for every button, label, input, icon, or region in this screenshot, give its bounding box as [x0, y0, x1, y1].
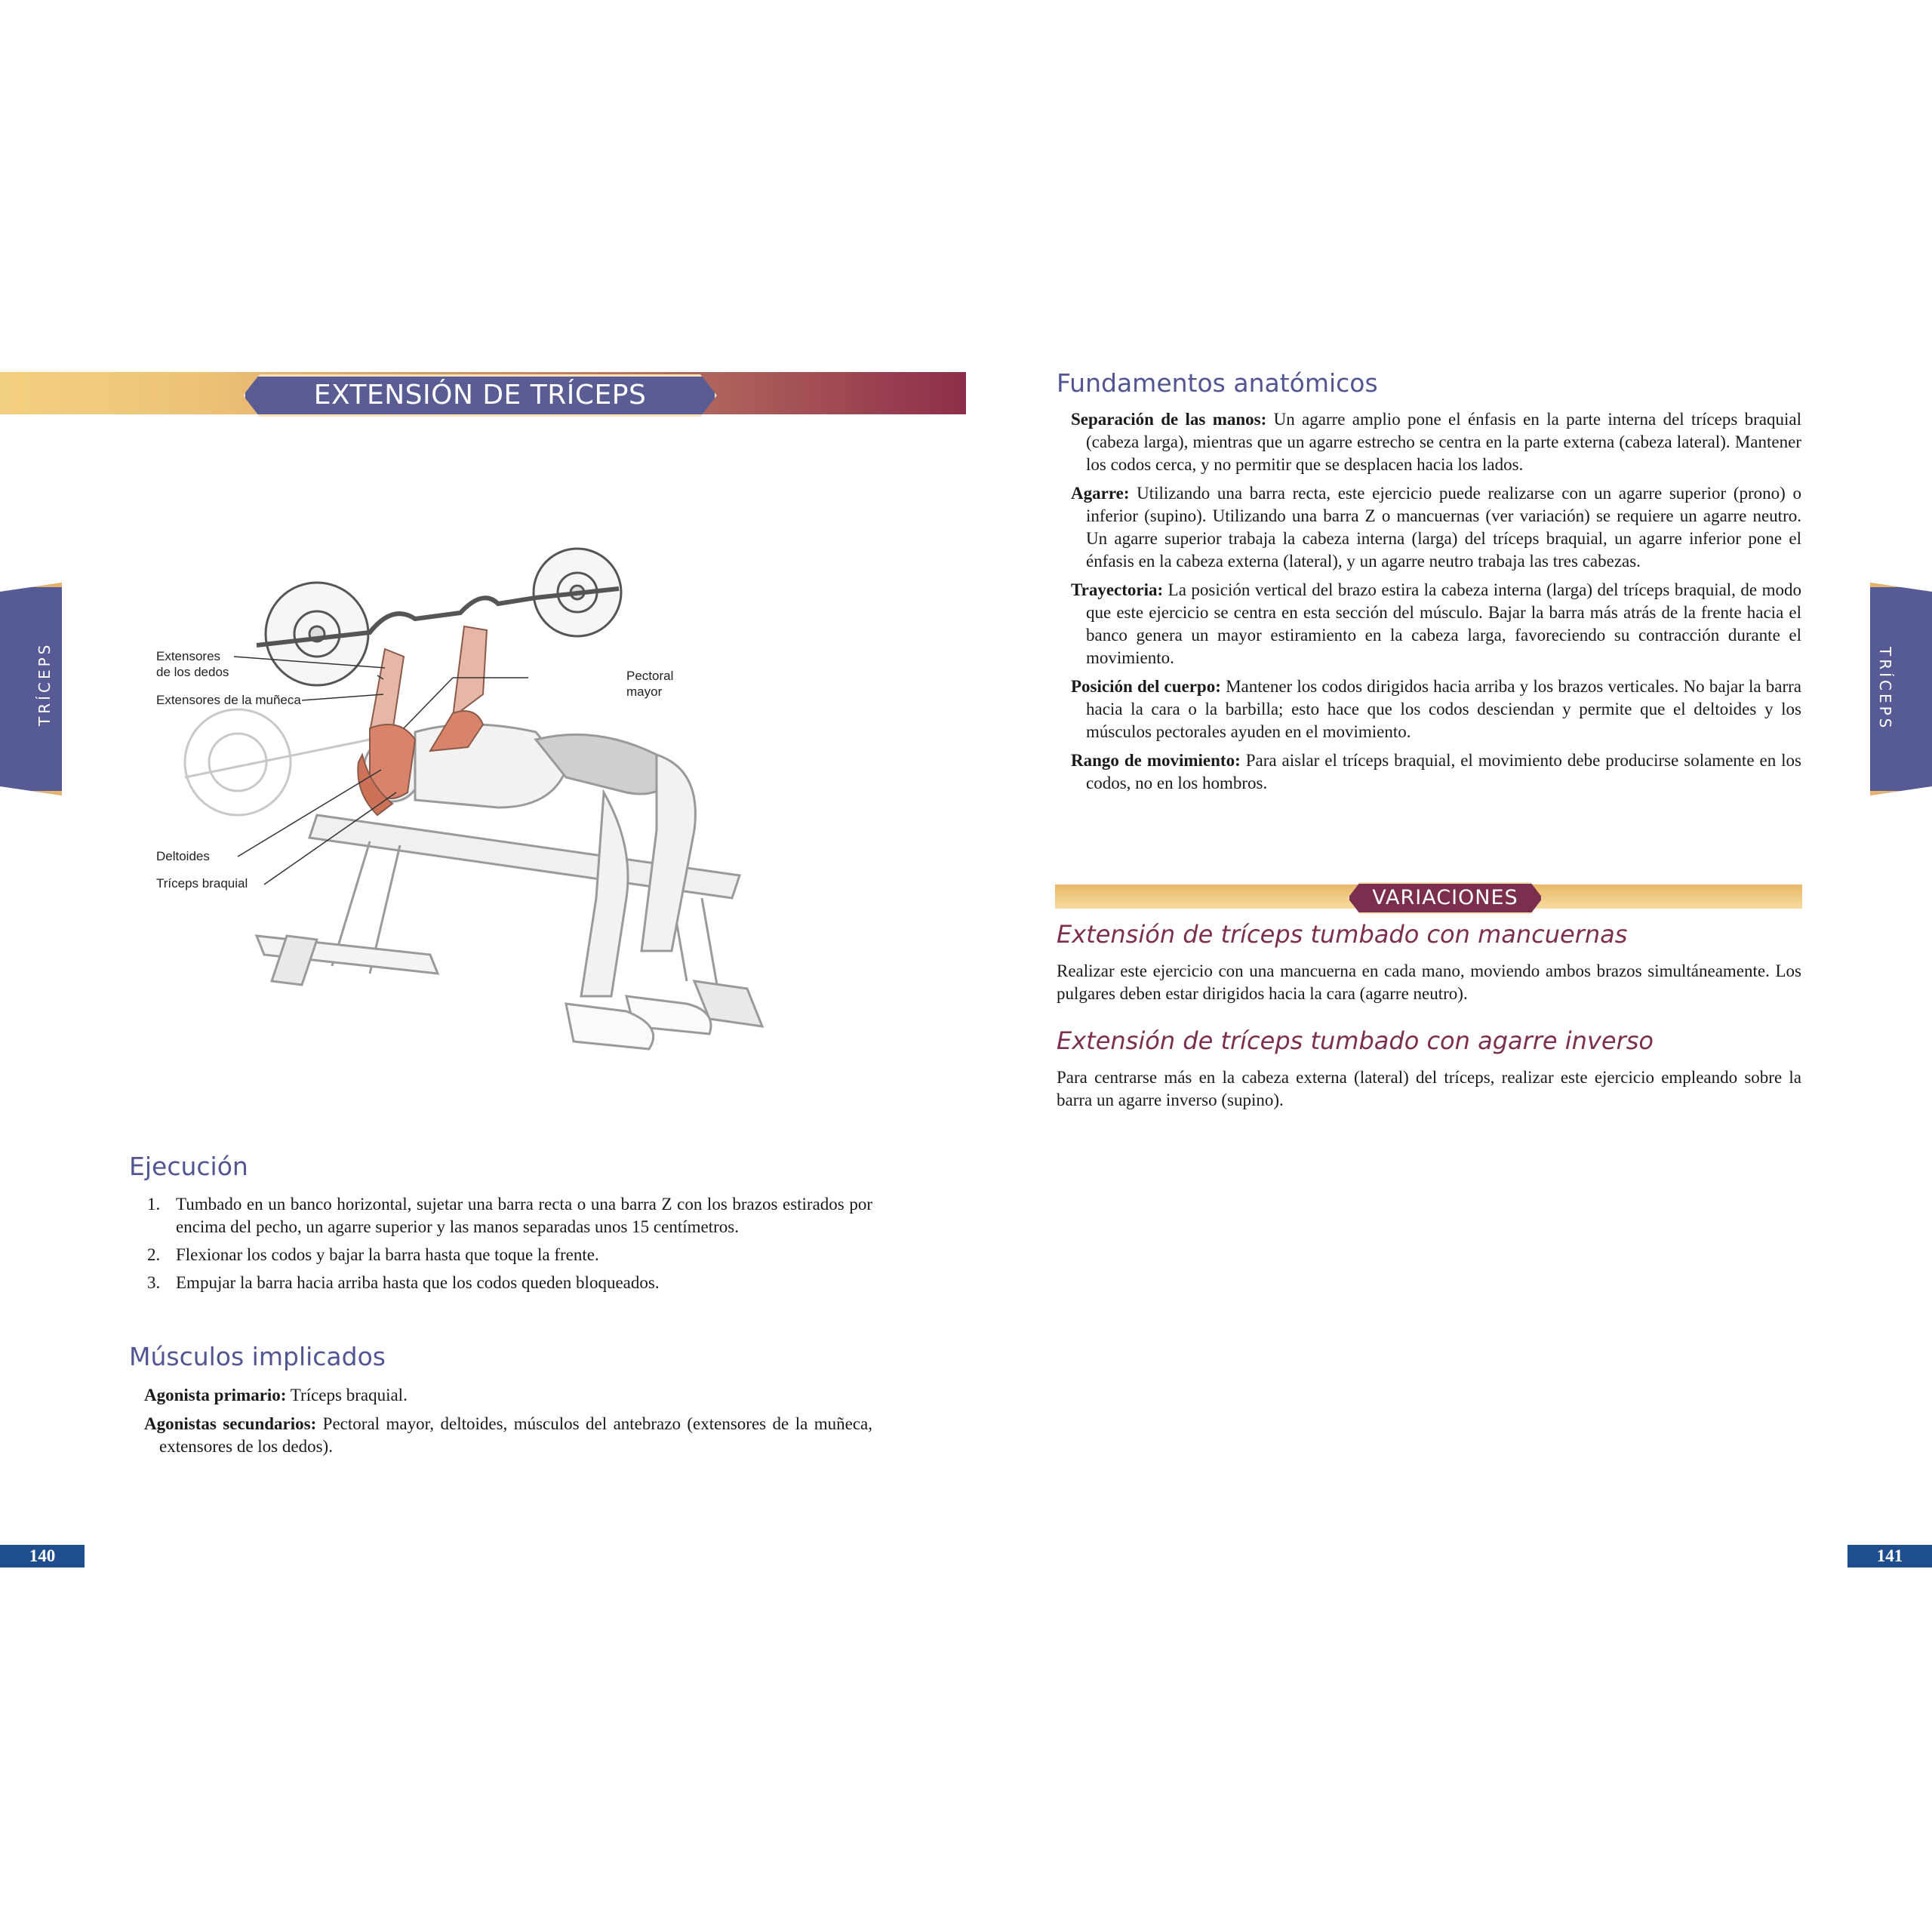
page-title: EXTENSIÓN DE TRÍCEPS TUMBADO — [313, 380, 647, 453]
execution-heading: Ejecución — [129, 1152, 248, 1181]
execution-step: 3.Empujar la barra hacia arriba hasta qu… — [147, 1273, 660, 1292]
variation-1-title: Extensión de tríceps tumbado con mancuer… — [1057, 920, 1628, 949]
bench-shape — [254, 814, 764, 1028]
ghost-weight-plate — [183, 708, 371, 817]
barbell — [256, 547, 623, 687]
execution-steps: 1.Tumbado en un banco horizontal, sujeta… — [129, 1193, 872, 1300]
side-tab-left — [0, 583, 62, 795]
label-deltoids: Deltoides — [156, 849, 210, 863]
variation-2-title: Extensión de tríceps tumbado con agarre … — [1057, 1026, 1654, 1055]
variation-1-text: Realizar este ejercicio con una mancuern… — [1057, 961, 1801, 1003]
anatomy-item: Posición del cuerpo: Mantener los codos … — [1071, 677, 1801, 741]
muscles-secondary: Agonistas secundarios: Pectoral mayor, d… — [144, 1414, 872, 1456]
label-finger-extensors: Extensores de los dedos — [156, 649, 229, 679]
anatomy-item: Separación de las manos: Un agarre ampli… — [1071, 410, 1802, 474]
label-pectoral: Pectoral mayor — [626, 669, 674, 699]
exercise-illustration — [183, 547, 764, 1051]
side-tab-label-right: TRÍCEPS — [1876, 647, 1894, 731]
execution-step: 2.Flexionar los codos y bajar la barra h… — [147, 1245, 599, 1264]
side-tab-label-left: TRÍCEPS — [35, 641, 54, 726]
anatomy-item: Rango de movimiento: Para aislar el tríc… — [1071, 751, 1802, 792]
page-number-left: 140 — [0, 1545, 85, 1567]
anatomy-item: Trayectoria: La posición vertical del br… — [1071, 580, 1801, 667]
variation-2-text: Para centrarse más en la cabeza externa … — [1057, 1068, 1801, 1109]
leader-lines — [233, 656, 528, 885]
variations-plaque — [1348, 882, 1543, 914]
label-triceps: Tríceps braquial — [156, 876, 248, 891]
title-plaque — [243, 374, 717, 417]
muscles-primary: Agonista primario: Tríceps braquial. — [144, 1386, 408, 1404]
page-number-right: 141 — [1847, 1545, 1932, 1567]
highlighted-muscles — [357, 625, 488, 817]
anatomy-heading: Fundamentos anatómicos — [1057, 368, 1378, 398]
muscles-list: Agonista primario: Tríceps braquial. Ago… — [144, 1384, 872, 1464]
lifter-body — [362, 723, 712, 1051]
anatomy-item: Agarre: Utilizando una barra recta, este… — [1071, 484, 1801, 571]
variations-label: VARIACIONES — [1372, 886, 1518, 909]
muscles-heading: Músculos implicados — [129, 1342, 386, 1371]
execution-step: 1.Tumbado en un banco horizontal, sujeta… — [147, 1195, 872, 1236]
anatomy-list: Separación de las manos: Un agarre ampli… — [1071, 408, 1801, 801]
label-wrist-extensors: Extensores de la muñeca — [156, 693, 301, 707]
